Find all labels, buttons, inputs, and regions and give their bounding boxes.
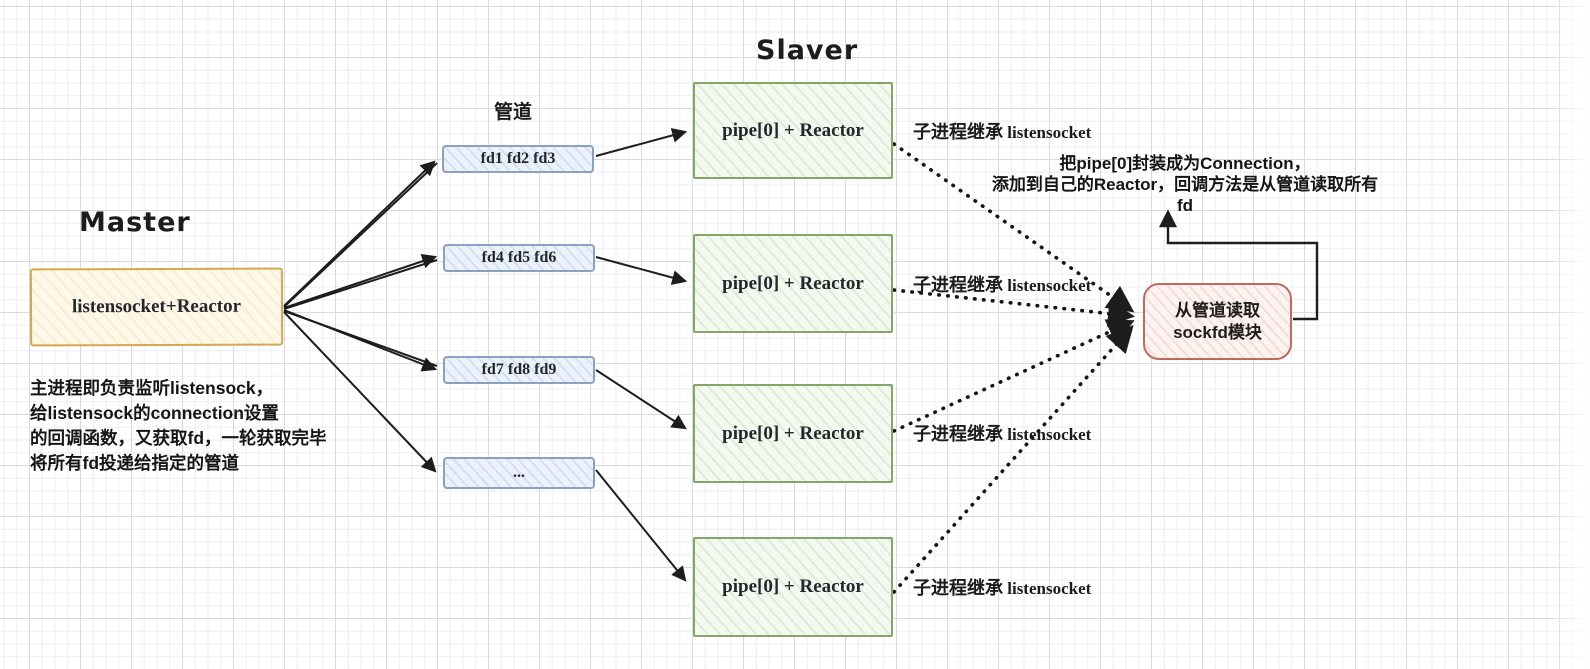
slaver-node-3: pipe[0] + Reactor — [693, 384, 893, 483]
slaver-node-label: pipe[0] + Reactor — [722, 422, 864, 444]
pipe-node-label: fd4 fd5 fd6 — [481, 249, 557, 266]
pipe-node-3: fd7 fd8 fd9 — [443, 356, 595, 384]
slaver-node-4: pipe[0] + Reactor — [693, 537, 893, 637]
pipe-to-slaver-arrows — [595, 128, 688, 582]
inherit-label-cn: 子进程继承 — [913, 122, 1003, 142]
inherit-label-cn: 子进程继承 — [913, 578, 1003, 598]
inherit-label-en: listensocket — [1003, 579, 1092, 598]
pipe-node-2: fd4 fd5 fd6 — [443, 244, 595, 272]
pipe-node-label: fd7 fd8 fd9 — [481, 361, 557, 378]
pipe-node-label: ... — [513, 464, 525, 481]
pipe-node-4: ... — [443, 457, 595, 489]
note-line: 将所有fd投递给指定的管道 — [30, 453, 240, 473]
reader-module-label: 从管道读取sockfd模块 — [1173, 300, 1262, 342]
note-bottom-left: 主进程即负责监听listensock， 给listensock的connecti… — [30, 376, 327, 476]
inherit-label-2: 子进程继承 listensocket — [913, 271, 1091, 297]
slaver-node-1: pipe[0] + Reactor — [693, 82, 893, 179]
note-line: 添加到自己的Reactor，回调方法是从管道读取所有fd — [991, 175, 1379, 215]
inherit-label-4: 子进程继承 listensocket — [913, 574, 1091, 600]
inherit-label-cn: 子进程继承 — [913, 424, 1003, 444]
note-line: 主进程即负责监听listensock， — [30, 378, 274, 398]
inherit-label-en: listensocket — [1003, 425, 1092, 444]
slaver-node-label: pipe[0] + Reactor — [722, 576, 864, 597]
inherit-label-cn: 子进程继承 — [913, 275, 1003, 295]
slaver-node-label: pipe[0] + Reactor — [722, 272, 864, 294]
note-top-right: 把pipe[0]封装成为Connection， 添加到自己的Reactor，回调… — [985, 153, 1385, 216]
pipe-node-1: fd1 fd2 fd3 — [442, 145, 594, 173]
slaver-node-2: pipe[0] + Reactor — [693, 234, 893, 333]
pipes-title: 管道 — [494, 102, 533, 123]
slaver-node-label: pipe[0] + Reactor — [722, 119, 864, 141]
inherit-label-en: listensocket — [1003, 276, 1092, 295]
note-line: 的回调函数，又获取fd，一轮获取完毕 — [30, 428, 327, 448]
inherit-label-1: 子进程继承 listensocket — [913, 118, 1091, 144]
reader-module-node: 从管道读取sockfd模块 — [1143, 283, 1292, 360]
inherit-label-3: 子进程继承 listensocket — [913, 420, 1091, 446]
master-title: Master — [79, 207, 191, 238]
pipe-node-label: fd1 fd2 fd3 — [480, 150, 556, 167]
master-node-label: listensocket+Reactor — [71, 295, 242, 318]
note-line: 给listensock的connection设置 — [30, 403, 279, 423]
note-line: 把pipe[0]封装成为Connection， — [1059, 154, 1311, 173]
right-edge-fade — [1550, 0, 1590, 669]
inherit-label-en: listensocket — [1003, 123, 1092, 142]
master-listensocket-node: listensocket+Reactor — [29, 267, 284, 347]
slaver-title: Slaver — [756, 35, 859, 66]
